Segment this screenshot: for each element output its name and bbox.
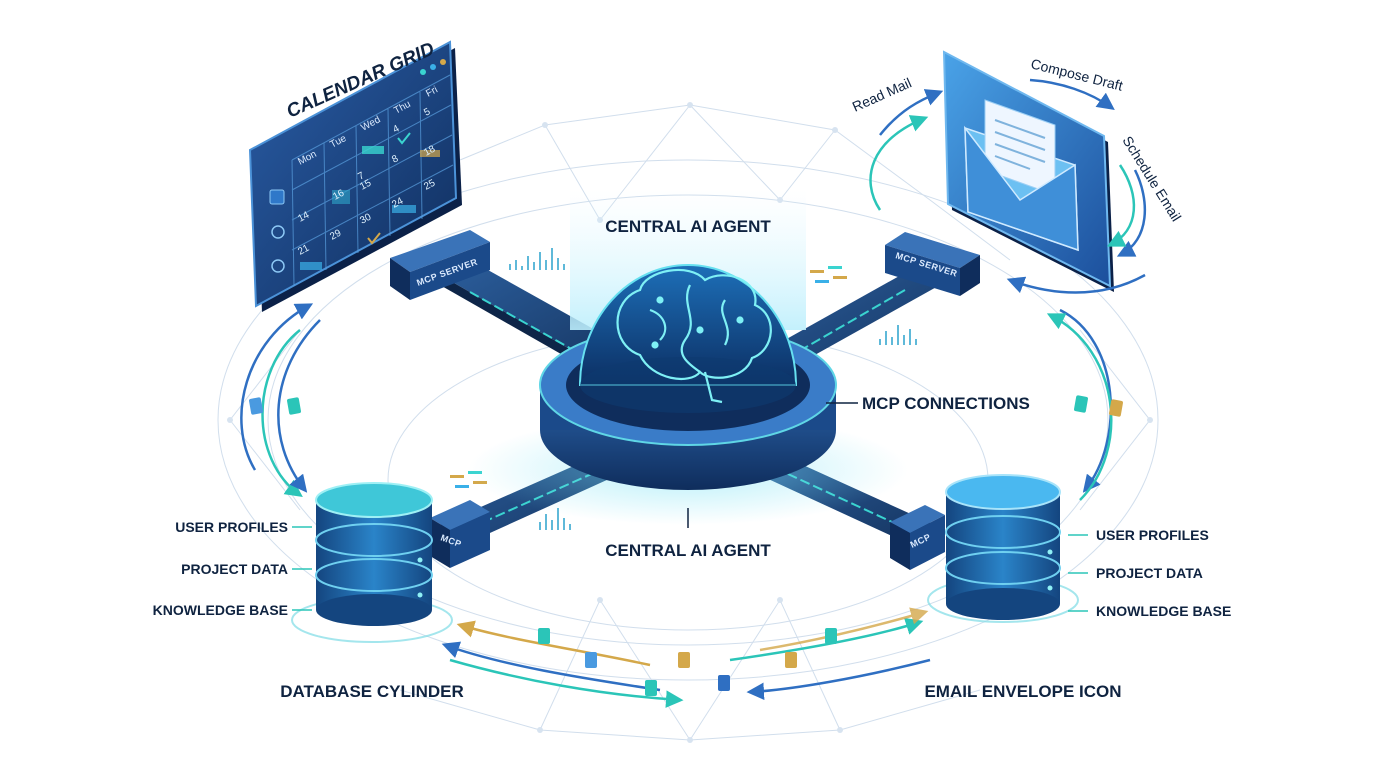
db-left-item: PROJECT DATA [181, 561, 288, 577]
calendar-date: 24 [390, 196, 405, 211]
calendar-panel [248, 40, 462, 312]
bottom-doc-icons [538, 628, 837, 696]
database-left-labels: USER PROFILES PROJECT DATA KNOWLEDGE BAS… [153, 519, 312, 618]
db-left-item: USER PROFILES [175, 519, 288, 535]
db-right-caption: EMAIL ENVELOPE ICON [924, 682, 1121, 701]
database-right [927, 474, 1079, 623]
side-doc-icons [249, 395, 1123, 417]
database-right-labels: USER PROFILES PROJECT DATA KNOWLEDGE BAS… [1068, 527, 1231, 619]
calendar-date: 25 [422, 178, 437, 193]
calendar-date: 29 [328, 228, 343, 243]
calendar-numbers: 4 5 7 8 15 18 14 25 21 29 30 24 16 [296, 106, 437, 258]
calendar-date: 18 [422, 144, 437, 159]
db-right-item: USER PROFILES [1096, 527, 1209, 543]
bottom-flow-arrows [441, 607, 931, 708]
calendar-date: 7 [356, 170, 366, 183]
email-action-schedule: Schedule Email [1119, 133, 1184, 224]
calendar-date: 21 [296, 243, 311, 258]
database-left [291, 482, 453, 643]
email-flow-arrows [869, 78, 1146, 294]
mcp-connections-label: MCP CONNECTIONS [862, 394, 1030, 413]
db-right-item: KNOWLEDGE BASE [1096, 603, 1231, 619]
calendar-date: 4 [391, 123, 401, 136]
calendar-date: 16 [331, 188, 346, 203]
left-flow-arrows [240, 303, 321, 498]
calendar-date: 8 [390, 153, 400, 166]
db-left-caption: DATABASE CYLINDER [280, 682, 464, 701]
calendar-date: 15 [358, 178, 373, 193]
signal-bars [509, 248, 917, 530]
email-action-read: Read Mail [850, 74, 914, 114]
db-right-item: PROJECT DATA [1096, 565, 1203, 581]
email-action-compose: Compose Draft [1029, 55, 1124, 93]
envelope-icon [964, 99, 1079, 252]
right-flow-arrows [1046, 308, 1113, 501]
central-title-bottom: CENTRAL AI AGENT [605, 541, 771, 560]
calendar-day: Fri [424, 84, 439, 99]
db-left-item: KNOWLEDGE BASE [153, 602, 288, 618]
calendar-date: 14 [296, 210, 311, 225]
mcp-server-top-right: MCP SERVER [885, 232, 980, 296]
mcp-server-bottom-right: MCP [890, 505, 945, 570]
central-title-top: CENTRAL AI AGENT [605, 217, 771, 236]
calendar-date: 30 [358, 212, 373, 227]
central-ai-hub [468, 264, 908, 525]
mcp-server-bottom-left: MCP [430, 500, 490, 568]
calendar-date: 5 [422, 106, 432, 119]
brain-icon [616, 268, 772, 404]
